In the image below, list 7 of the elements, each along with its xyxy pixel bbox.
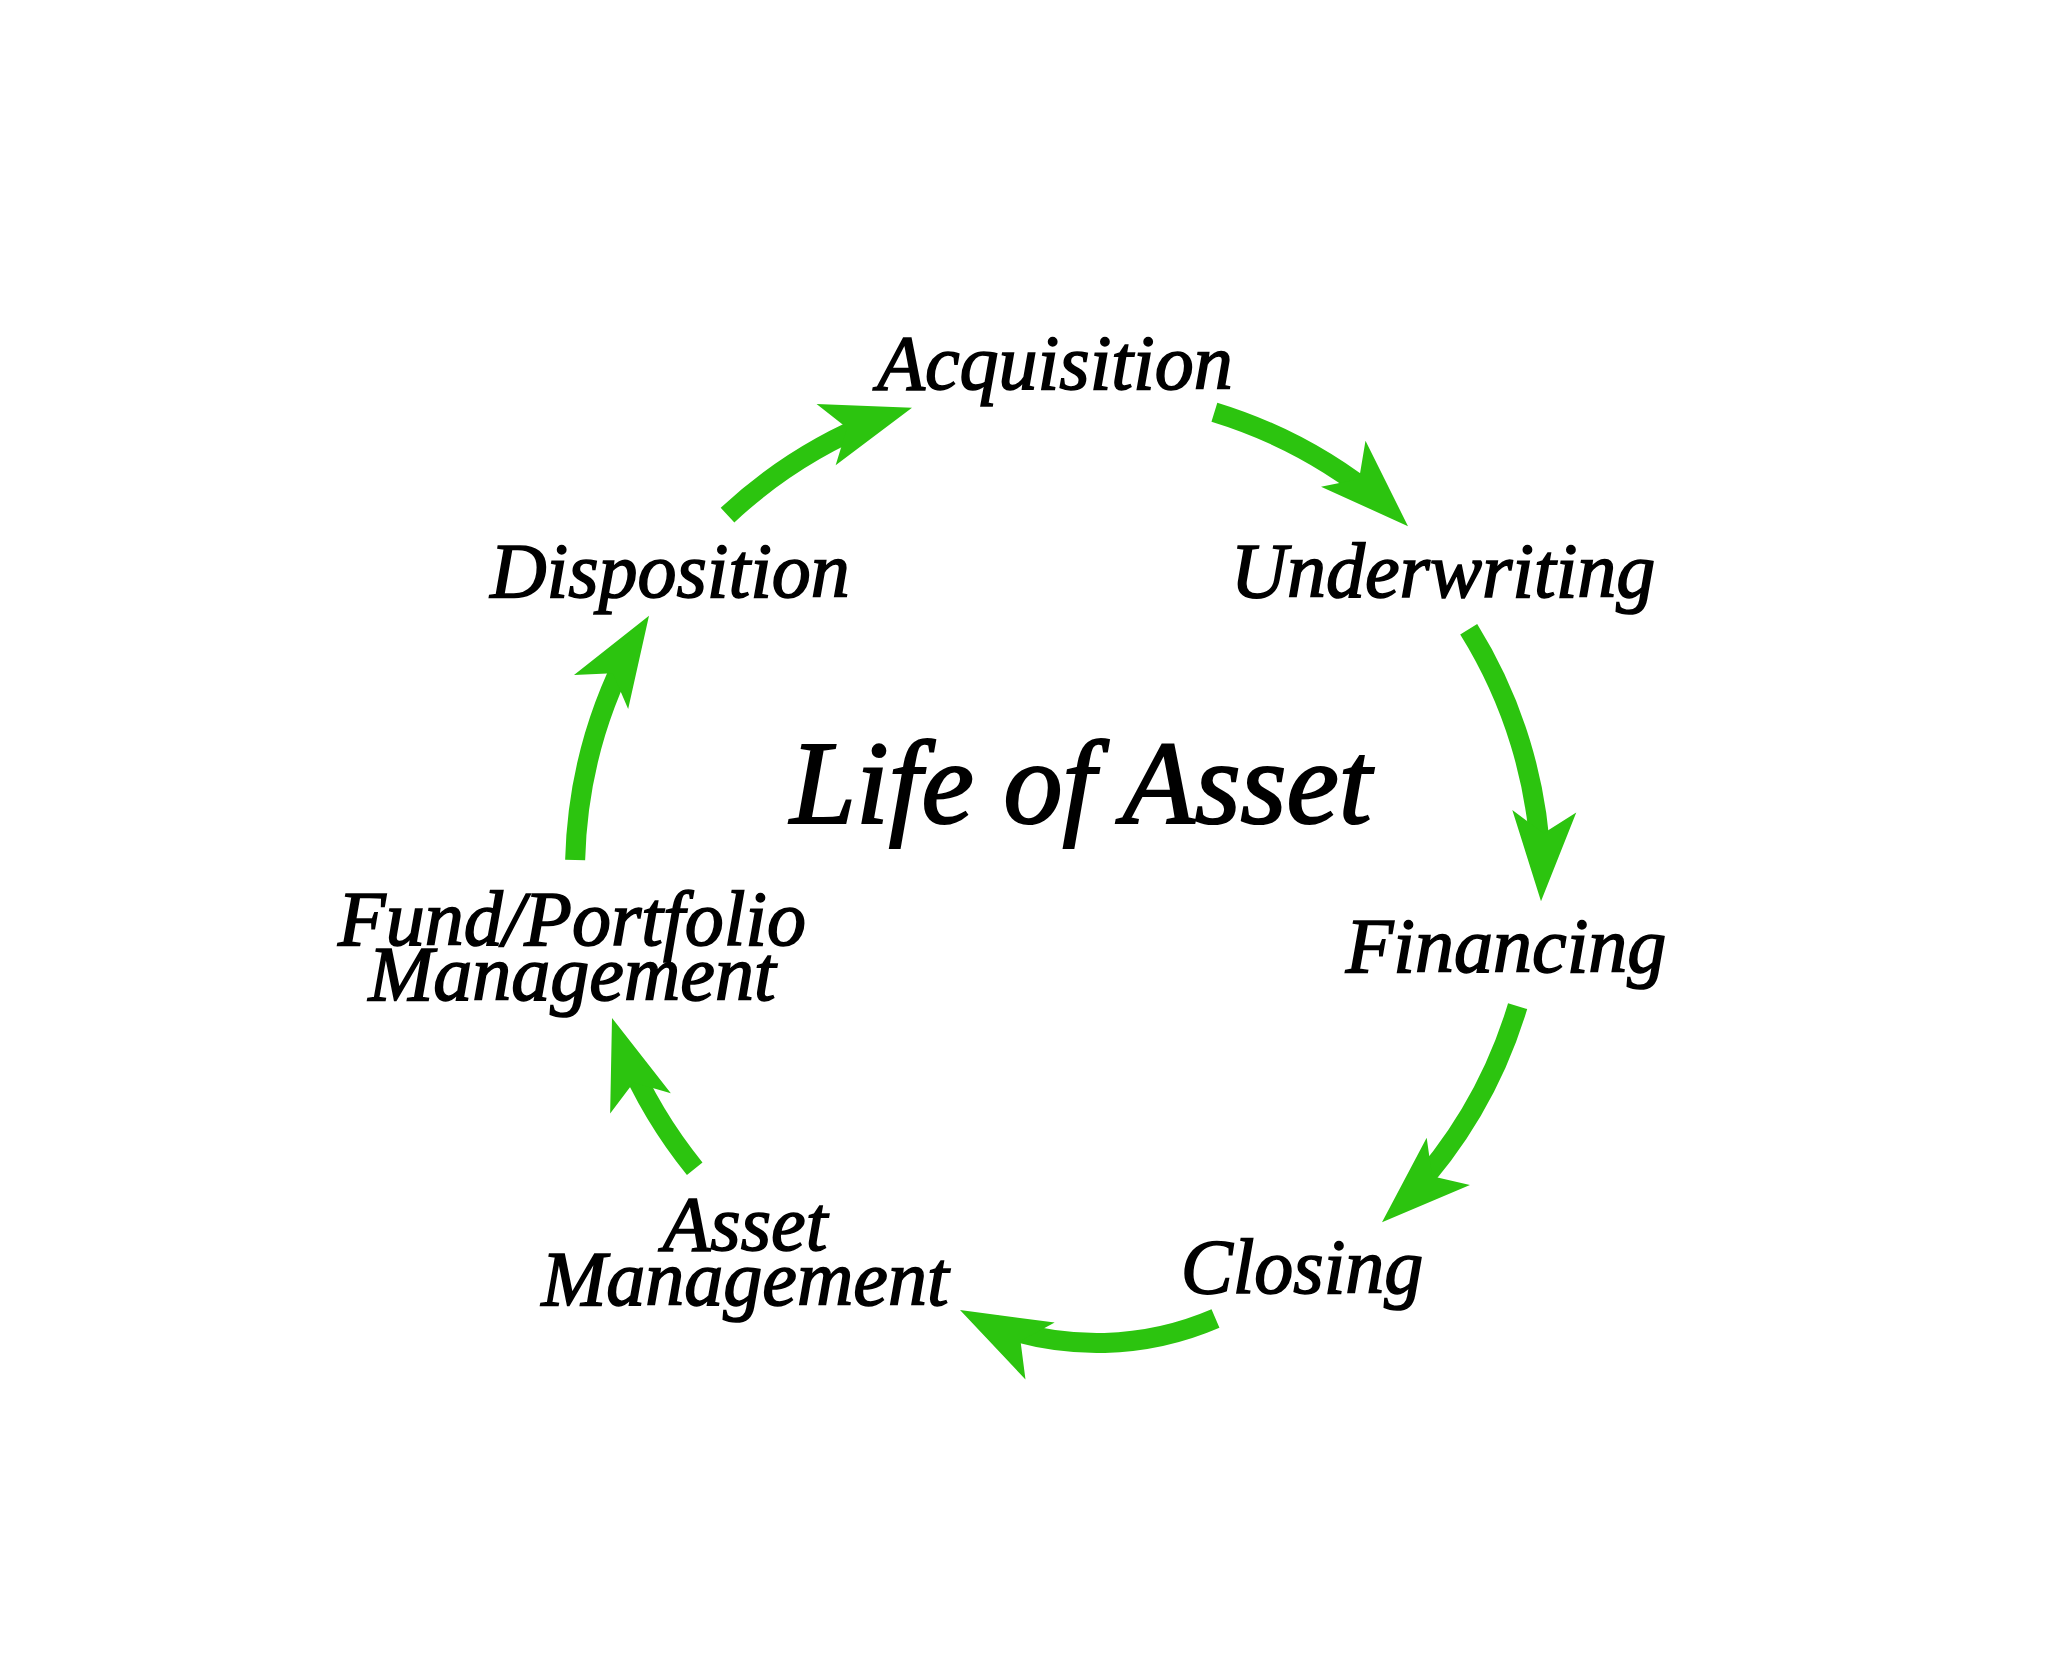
diagram-title: Life of Asset <box>790 717 1372 852</box>
stage-label: Fund/Portfolio Management <box>322 876 822 1018</box>
stage-label: Disposition <box>490 526 850 616</box>
stage-label: Closing <box>1180 1222 1424 1312</box>
stage-label: Asset Management <box>530 1181 960 1323</box>
stage-label: Financing <box>1345 901 1667 991</box>
stage-label: Underwriting <box>1230 526 1656 616</box>
